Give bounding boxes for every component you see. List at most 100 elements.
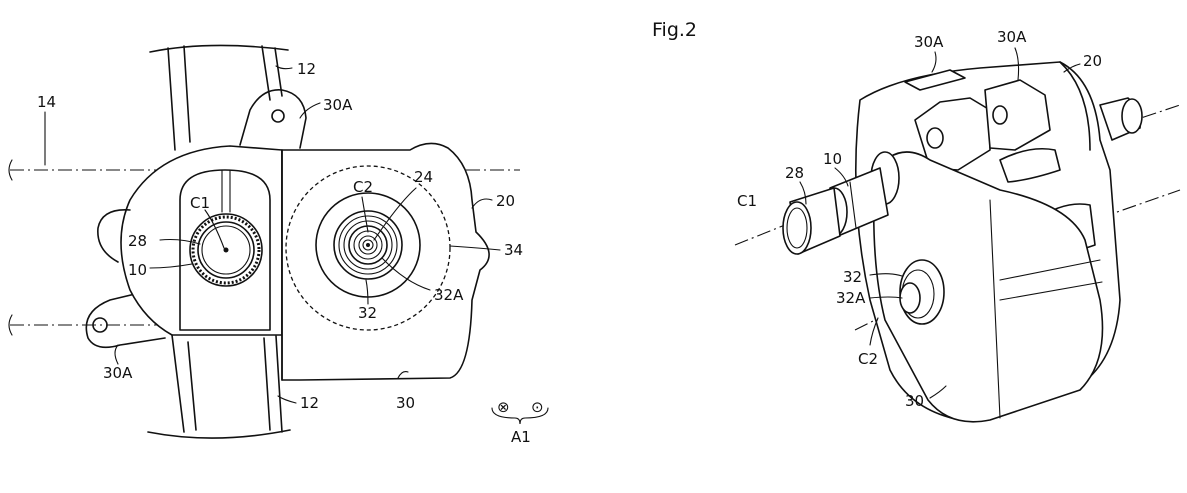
front-cover-seam-2 [999,281,1103,301]
leader-10 [149,263,193,269]
label-28: 28 [128,232,147,250]
frame-top-inner-left [183,45,191,143]
label-r-20: 20 [1083,52,1102,70]
cover-left-lug [97,209,131,263]
label-10: 10 [128,261,147,279]
leader-12-bottom [277,395,297,404]
direction-out-icon: ⊙ [531,398,544,416]
left-view: 12 30A 14 20 34 24 C2 32A 32 C1 28 10 30… [8,44,549,446]
front-cover-edge [989,199,1001,419]
housing-back-edge [1059,61,1091,151]
shaft-groove [849,181,857,229]
leader-20 [471,198,493,209]
leader-r-30a-2 [1014,47,1020,81]
right-view: 30A 30A 20 28 10 C1 32 32A C2 30 [734,28,1181,423]
motor-shaft-outer [358,235,378,255]
break-mark-upper [8,159,13,181]
leader-30a-top [299,102,321,119]
label-r-28: 28 [785,164,804,182]
leader-30 [397,371,409,379]
frame-bottom-inner-left [187,341,197,431]
axis-c2-point [366,243,370,247]
leader-r-10 [834,167,849,187]
front-cover [872,151,1104,423]
label-30a-top: 30A [323,96,353,114]
label-12-bottom: 12 [300,394,319,412]
direction-into-icon: ⊗ [497,398,510,416]
bracket-b-hole [992,105,1008,125]
sprocket-teeth [191,215,261,285]
label-32a: 32A [434,286,464,304]
leader-c2 [361,196,369,233]
label-12-top: 12 [297,60,316,78]
axis-c1-point [223,247,229,253]
gear-32a-right [899,282,921,314]
shaft-inner [201,225,251,275]
frame-bottom-left [171,334,185,433]
sprocket-ring [189,213,263,287]
leader-r-30a-1 [931,51,937,73]
label-30: 30 [396,394,415,412]
far-shaft-end [1121,98,1143,134]
motor-gear [333,210,403,280]
label-r-30: 30 [905,392,924,410]
label-r-c2: C2 [858,350,878,368]
label-24: 24 [414,168,433,186]
label-r-32a: 32A [836,289,866,307]
frame-bottom-break [147,429,291,439]
label-20: 20 [496,192,515,210]
shaft-28-end [782,201,812,255]
label-r-30a-2: 30A [997,28,1027,46]
label-r-30a-1: 30A [914,33,944,51]
cover-tab-top [999,147,1061,183]
label-r-10: 10 [823,150,842,168]
frame-top-right-edge [274,47,283,97]
frame-top-left-edge [167,47,176,151]
leader-24 [373,187,417,241]
leader-r-c2 [869,317,879,346]
axis-c2-line-far [1099,189,1181,219]
label-14: 14 [37,93,56,111]
leader-30a-bottom [114,344,119,365]
leader-r-20 [1063,63,1081,73]
leader-r-32a [869,296,903,299]
bracket-a-hole [926,127,944,149]
label-r-c1: C1 [737,192,757,210]
bracket-bottom [85,289,166,349]
gear-circle-dashed [285,165,451,331]
leader-28 [159,238,201,245]
leader-32 [365,279,369,305]
bracket-top [239,89,307,149]
bracket-bottom-hole [92,317,108,333]
motor-gear-ring-2 [343,220,393,270]
shaft-outer [197,221,255,279]
frame-bottom-inner-right [263,337,271,431]
leader-r-30 [929,385,947,399]
motor-shaft [362,239,374,251]
leader-r-28 [799,181,807,205]
break-mark-lower [8,314,13,336]
leader-32a [381,257,431,291]
leader-12-top [275,65,293,70]
frame-bottom-right [275,335,283,433]
bracket-top-tab [904,69,966,91]
label-c1: C1 [190,194,210,212]
label-34: 34 [504,241,523,259]
legend-brace [491,407,549,425]
motor-gear-hub [348,225,388,265]
leader-r-32 [869,273,903,277]
label-c2: C2 [353,178,373,196]
label-r-32: 32 [843,268,862,286]
label-32: 32 [358,304,377,322]
figure-title: Fig.2 [652,19,697,41]
motor-gear-ring-1 [338,215,398,275]
frame-top-break [149,44,289,53]
shaft-28-bore [786,207,808,249]
label-a1: A1 [511,428,531,446]
front-cover-seam-1 [999,259,1101,281]
leader-34 [449,245,501,251]
bracket-b-right [984,79,1051,151]
label-30a-bottom: 30A [103,364,133,382]
